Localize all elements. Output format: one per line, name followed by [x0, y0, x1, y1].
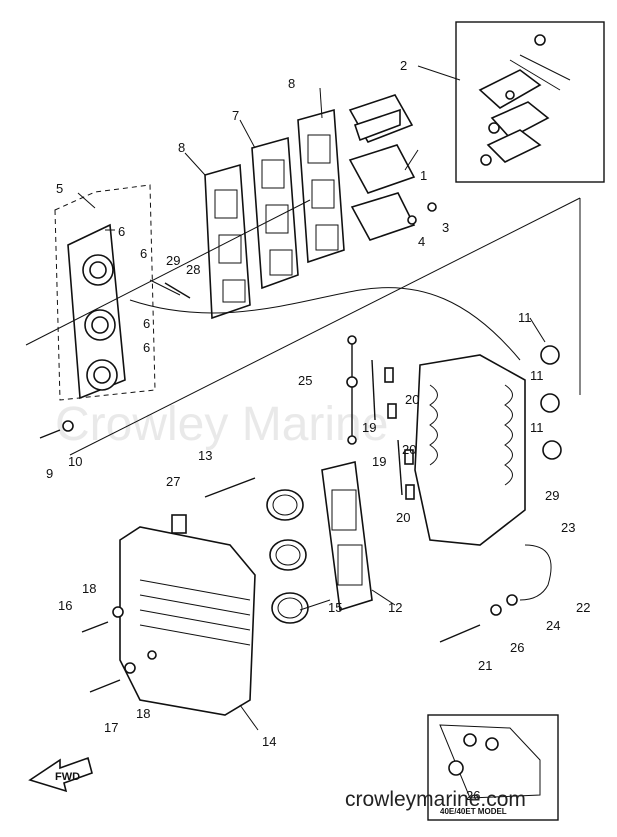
- callout-19a: 19: [362, 420, 376, 435]
- callout-8b: 8: [178, 140, 185, 155]
- callout-26a: 26: [510, 640, 524, 655]
- callout-17: 17: [104, 720, 118, 735]
- callout-29a: 29: [166, 253, 180, 268]
- inset-model-label: 40E/40ET MODEL: [440, 807, 507, 816]
- callout-29b: 29: [545, 488, 559, 503]
- callout-11a: 11: [518, 310, 532, 325]
- forward-arrow-label: FWD: [55, 771, 80, 783]
- gaskets-7-8: [204, 108, 345, 320]
- callout-18b: 18: [136, 706, 150, 721]
- callout-13: 13: [198, 448, 212, 463]
- callout-11c: 11: [530, 420, 544, 435]
- callout-6c: 6: [143, 316, 150, 331]
- callout-27: 27: [166, 474, 180, 489]
- callout-23: 23: [561, 520, 575, 535]
- callout-19b: 19: [372, 454, 386, 469]
- callout-15: 15: [328, 600, 342, 615]
- site-url: crowleymarine.com: [345, 788, 526, 811]
- callout-14: 14: [262, 734, 276, 749]
- leader-lines: [25, 197, 581, 456]
- callouts: 2 1 8 7 8 5 6 6 6 6 3 4 29 28 11 11 11 2…: [46, 58, 590, 803]
- callout-2: 2: [400, 58, 407, 73]
- callout-21: 21: [478, 658, 492, 673]
- callout-5: 5: [56, 181, 63, 196]
- callout-1: 1: [420, 168, 427, 183]
- seals-15: [266, 489, 309, 624]
- callout-20c: 20: [396, 510, 410, 525]
- watermark: Crowley Marine: [55, 398, 388, 451]
- callout-28: 28: [186, 262, 200, 277]
- callout-3: 3: [442, 220, 449, 235]
- callout-7: 7: [232, 108, 239, 123]
- callout-6d: 6: [143, 340, 150, 355]
- intake-silencer-14: [119, 514, 256, 716]
- callout-6a: 6: [118, 224, 125, 239]
- reed-valve-detail-inset: [455, 21, 605, 183]
- model-detail-inset: 40E/40ET MODEL: [427, 714, 559, 821]
- reed-valve-assemblies: [348, 94, 416, 241]
- hose-fittings: [346, 335, 415, 500]
- callout-20b: 20: [402, 442, 416, 457]
- bolts: [39, 202, 552, 693]
- callout-24: 24: [546, 618, 560, 633]
- intake-manifold-group: [54, 184, 156, 401]
- intake-gasket-12: [321, 461, 373, 612]
- callout-8a: 8: [288, 76, 295, 91]
- callout-26b: 26: [466, 788, 480, 803]
- callout-22: 22: [576, 600, 590, 615]
- callout-20a: 20: [405, 392, 419, 407]
- callout-10: 10: [68, 454, 82, 469]
- callout-25: 25: [298, 373, 312, 388]
- callout-9: 9: [46, 466, 53, 481]
- callout-6b: 6: [140, 246, 147, 261]
- forward-arrow: FWD: [28, 756, 93, 793]
- callout-4: 4: [418, 234, 425, 249]
- exhaust-cover-assembly: [414, 345, 562, 546]
- callout-16: 16: [58, 598, 72, 613]
- callout-18a: 18: [82, 581, 96, 596]
- callout-12: 12: [388, 600, 402, 615]
- callout-11b: 11: [530, 368, 544, 383]
